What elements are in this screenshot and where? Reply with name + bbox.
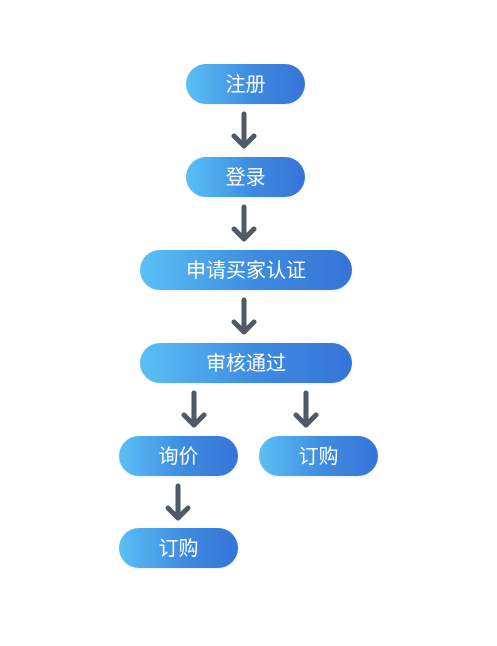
arrow-inquiry-to-order [165,483,191,521]
arrow-register-to-login [231,111,257,149]
arrow-review-to-inquiry [181,390,207,428]
node-review-passed: 审核通过 [140,343,352,383]
node-order-bottom: 订购 [119,528,238,568]
arrow-login-to-apply [231,204,257,242]
node-login: 登录 [186,157,305,197]
arrow-apply-to-review [231,297,257,335]
node-order-right: 订购 [259,436,378,476]
node-inquiry: 询价 [119,436,238,476]
node-apply-buyer-cert: 申请买家认证 [140,250,352,290]
arrow-review-to-order [293,390,319,428]
node-register: 注册 [186,64,305,104]
